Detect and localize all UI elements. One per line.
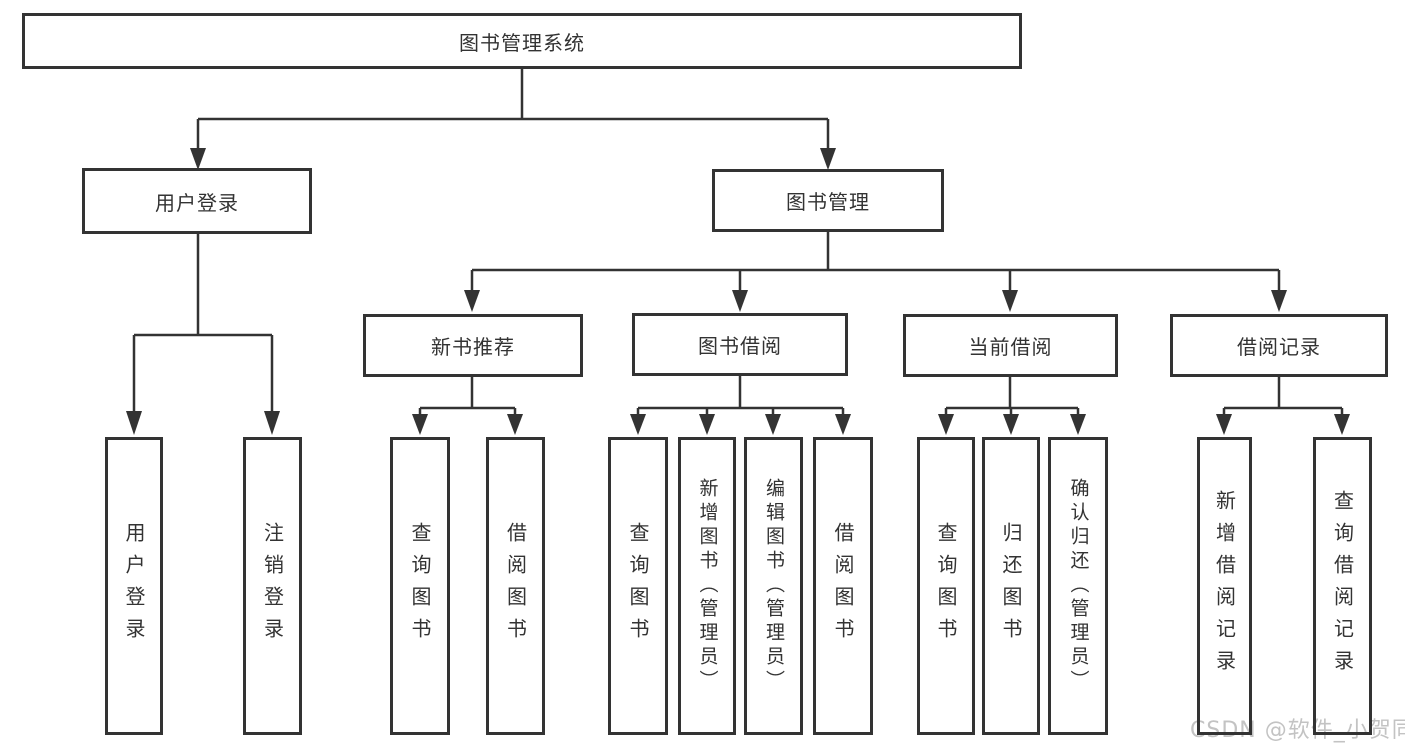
connector-borrow-records-to-leaves [1216, 375, 1350, 435]
leaf-label: 注销登录 [260, 522, 285, 650]
node-user-login: 用户登录 [82, 168, 312, 234]
leaf-label: 查询图书 [626, 522, 650, 650]
leaf-query-books-recommend: 查询图书 [390, 437, 450, 735]
leaf-query-books-borrow: 查询图书 [608, 437, 668, 735]
leaf-label: 查询借阅记录 [1330, 490, 1355, 682]
leaf-return-books: 归还图书 [982, 437, 1040, 735]
leaf-label: 编辑图书（管理员） [763, 478, 785, 694]
leaf-label: 新增图书（管理员） [696, 478, 719, 694]
connector-root-to-level1 [190, 66, 836, 170]
node-label: 当前借阅 [968, 335, 1053, 359]
leaf-add-borrow-record: 新增借阅记录 [1197, 437, 1252, 735]
node-book-management: 图书管理 [712, 169, 944, 232]
leaf-label: 用户登录 [122, 522, 146, 650]
leaf-borrow-books-recommend: 借阅图书 [486, 437, 545, 735]
node-current-borrow: 当前借阅 [903, 314, 1118, 377]
node-label: 借阅记录 [1237, 335, 1321, 359]
leaf-label: 新增借阅记录 [1212, 490, 1237, 682]
leaf-add-books-admin: 新增图书（管理员） [678, 437, 736, 735]
leaf-label: 借阅图书 [503, 522, 528, 650]
leaf-edit-books-admin: 编辑图书（管理员） [744, 437, 803, 735]
leaf-label: 查询图书 [934, 522, 958, 650]
connector-new-books-to-leaves [412, 375, 523, 435]
leaf-query-borrow-record: 查询借阅记录 [1313, 437, 1372, 735]
connector-book-mgmt-to-level2 [464, 230, 1287, 312]
leaf-confirm-return-admin: 确认归还（管理员） [1048, 437, 1108, 735]
node-label: 新书推荐 [431, 335, 515, 359]
leaf-label: 归还图书 [999, 522, 1023, 650]
leaf-query-books-current: 查询图书 [917, 437, 975, 735]
node-label: 图书管理 [786, 190, 870, 214]
connector-user-login-to-leaves [126, 231, 280, 435]
node-borrow-records: 借阅记录 [1170, 314, 1388, 377]
node-new-book-recommend: 新书推荐 [363, 314, 583, 377]
node-book-borrow: 图书借阅 [632, 313, 848, 376]
connector-current-borrow-to-leaves [938, 375, 1086, 435]
leaf-label: 确认归还（管理员） [1067, 478, 1090, 694]
node-label: 用户登录 [155, 190, 239, 215]
leaf-borrow-books: 借阅图书 [813, 437, 873, 735]
node-label: 图书借阅 [698, 334, 782, 358]
connector-book-borrow-to-leaves [630, 375, 851, 435]
leaf-logout: 注销登录 [243, 437, 302, 735]
leaf-label: 借阅图书 [831, 522, 855, 650]
node-label: 图书管理系统 [459, 30, 585, 55]
leaf-user-login: 用户登录 [105, 437, 163, 735]
leaf-label: 查询图书 [408, 522, 432, 650]
node-library-system-root: 图书管理系统 [22, 13, 1022, 69]
